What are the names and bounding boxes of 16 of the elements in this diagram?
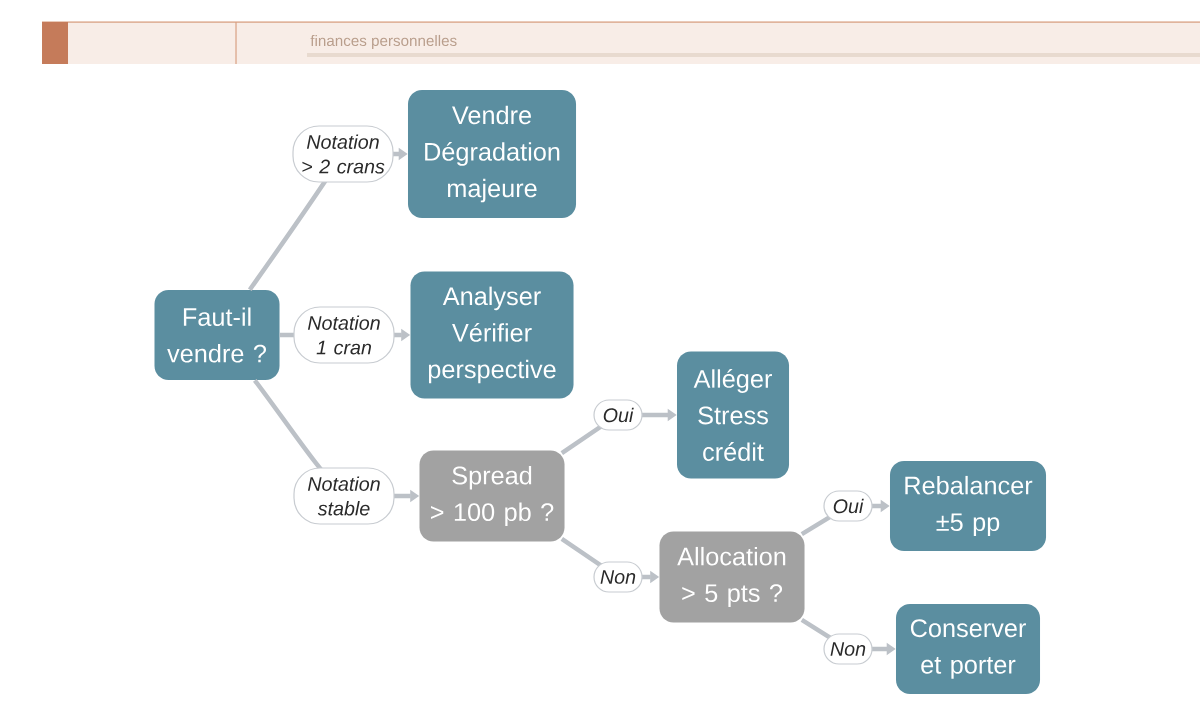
question-box: Faut-il vendre ? bbox=[154, 290, 280, 380]
decision-box: Spread > 100 pb ? bbox=[419, 450, 565, 542]
tagline: finances personnelles bbox=[310, 34, 457, 50]
edge-label: Non bbox=[593, 561, 643, 593]
decision-box: Allocation > 5 pts ? bbox=[659, 531, 805, 623]
edge-label: Non bbox=[823, 633, 873, 665]
edge-label: Notation 1 cran bbox=[293, 306, 395, 364]
action-box: Conserver et porter bbox=[896, 604, 1041, 694]
action-box: Analyser Vérifier perspective bbox=[410, 271, 574, 399]
action-box: Alléger Stress crédit bbox=[677, 351, 790, 479]
action-box: Rebalancer ±5 pp bbox=[890, 461, 1047, 551]
edge-label: Oui bbox=[823, 490, 873, 522]
edge-label: Oui bbox=[593, 399, 643, 431]
edge-label: Notation > 2 crans bbox=[292, 125, 394, 183]
action-box: Vendre Dégradation majeure bbox=[408, 90, 577, 218]
edge-label: Notation stable bbox=[293, 467, 395, 525]
